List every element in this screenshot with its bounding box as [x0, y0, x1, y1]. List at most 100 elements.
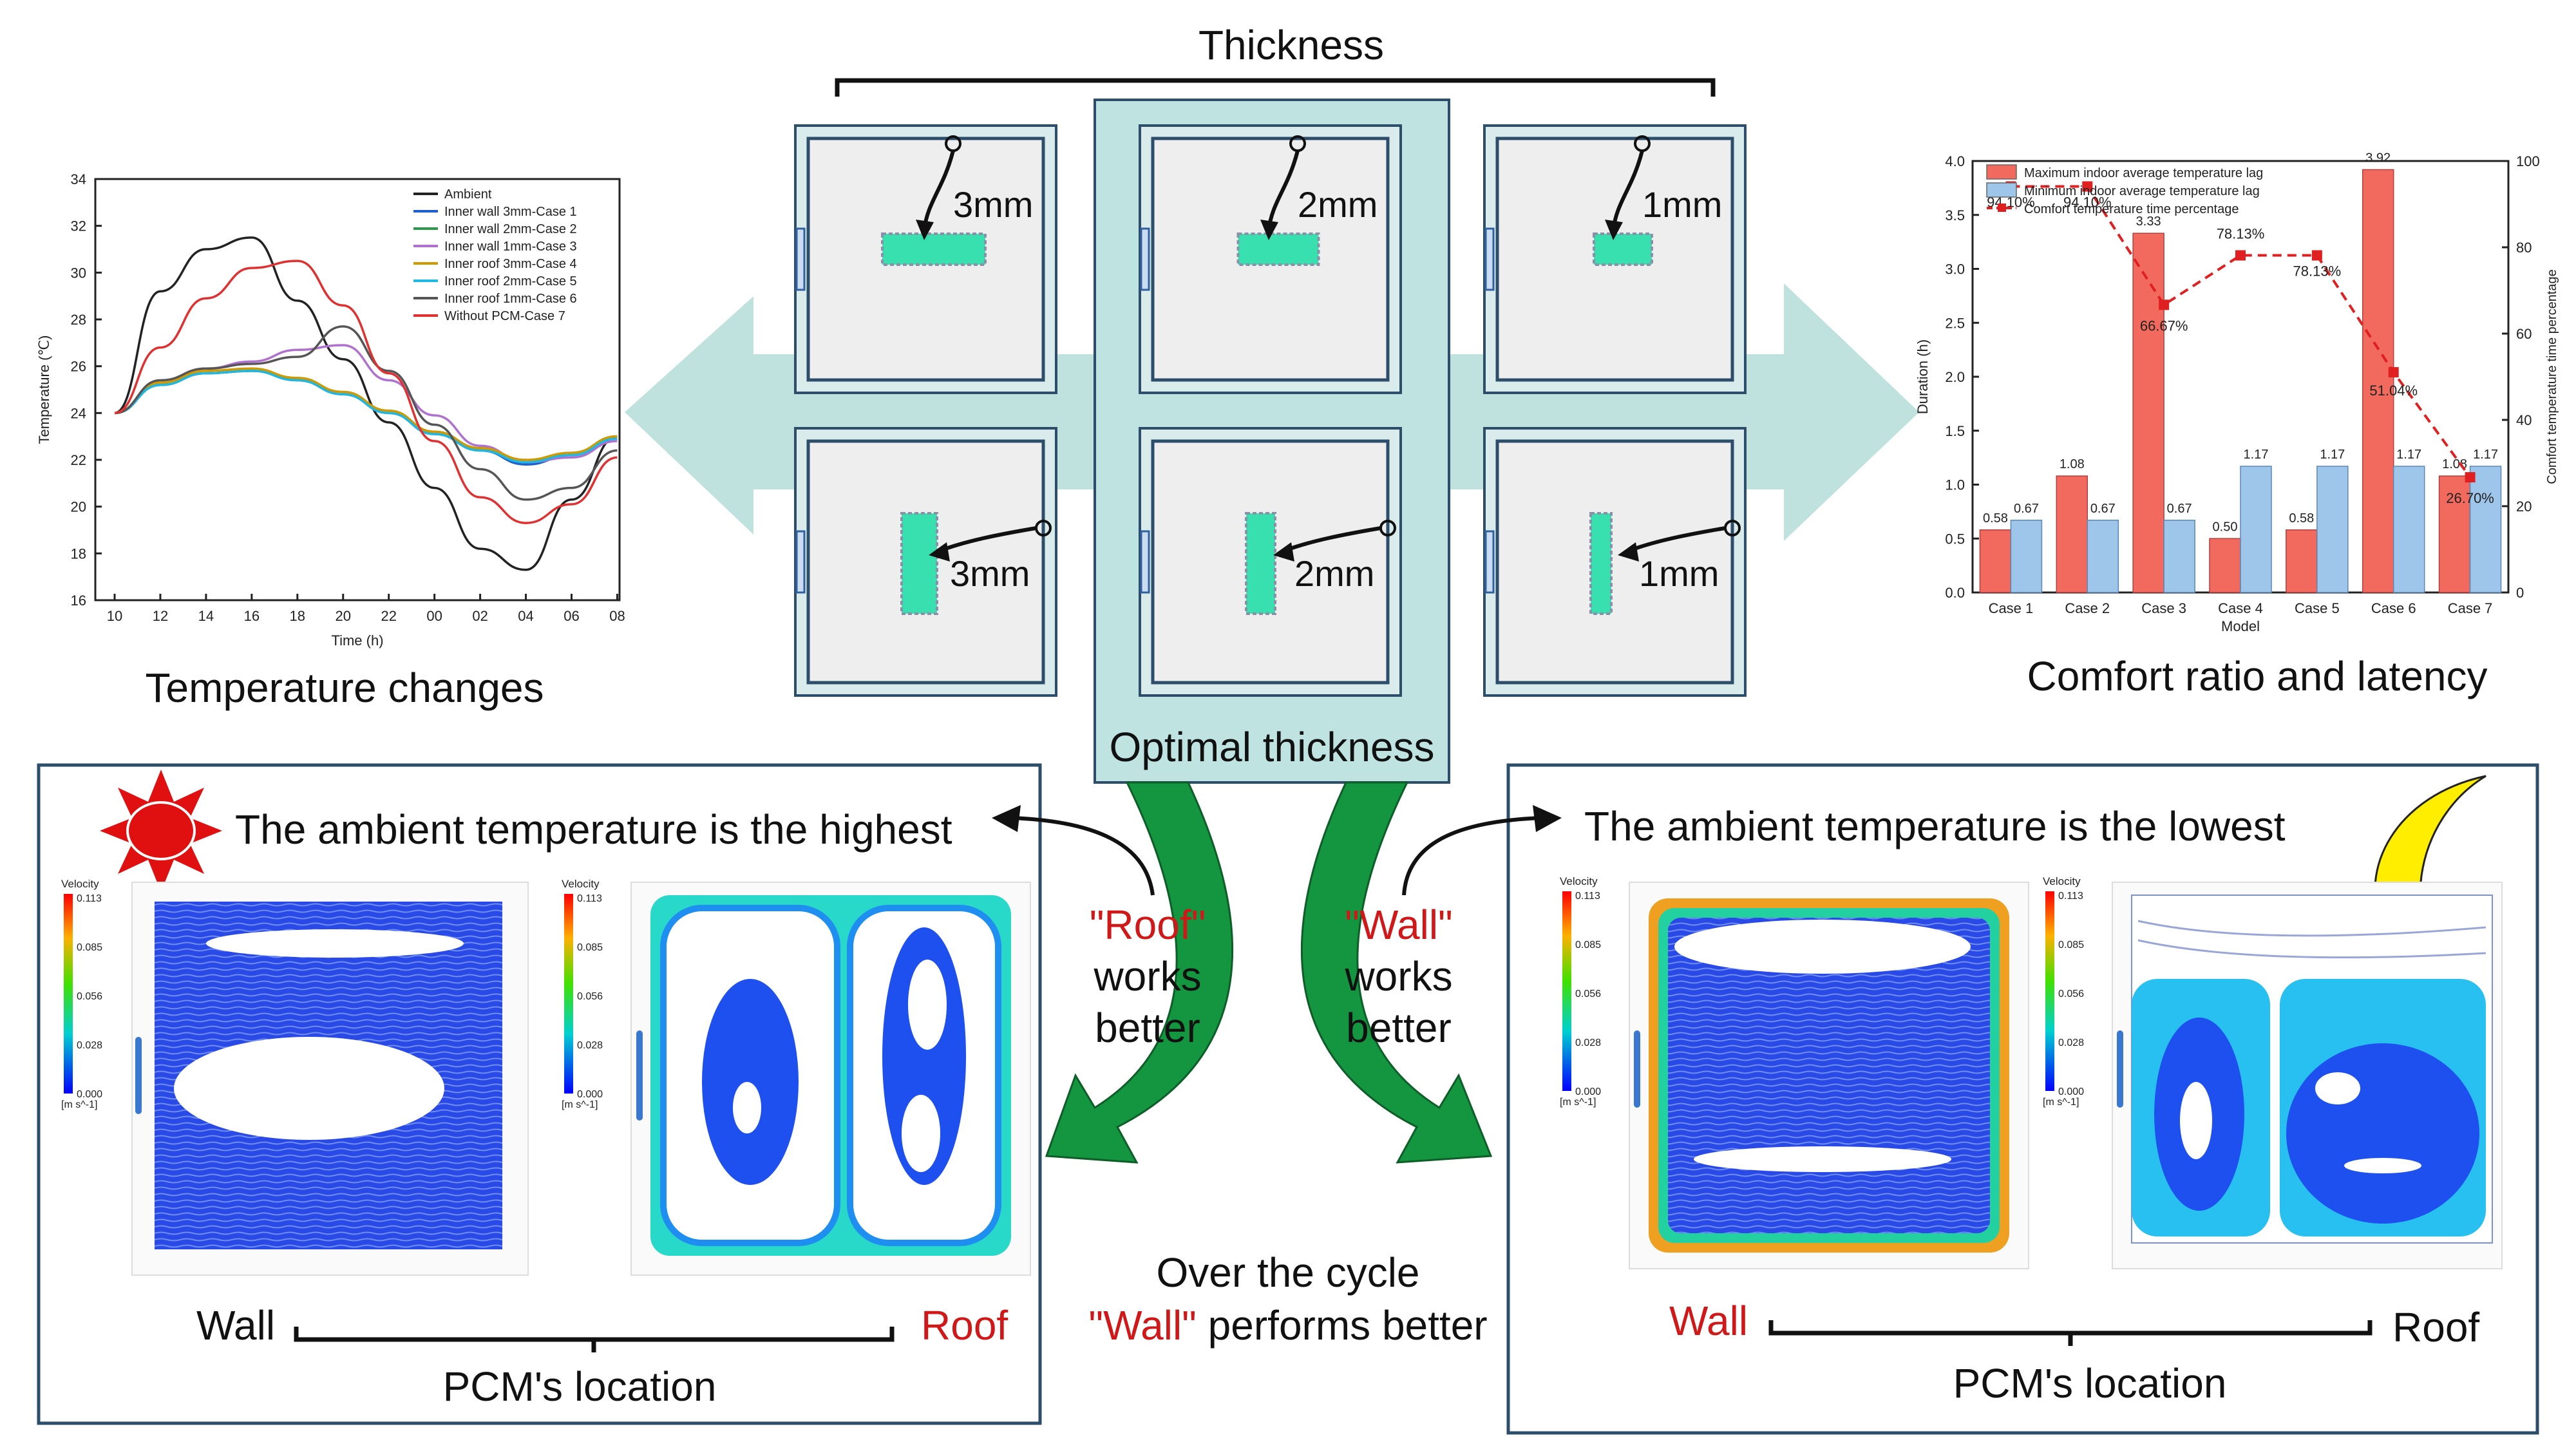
colorbar-tick: 0.085 [1575, 940, 1601, 951]
comfort-point [2465, 472, 2476, 483]
pcm-layer [1589, 512, 1613, 615]
colorbar-tick: 0.056 [1575, 989, 1601, 999]
pcm-layer [1236, 232, 1320, 266]
roof-quote: "Roof" [1090, 902, 1206, 948]
room-model: 3mm [794, 124, 1057, 394]
cycle-rest: performs better [1208, 1302, 1488, 1349]
bar-value-label: 0.50 [2213, 520, 2238, 534]
room-model: 2mm [1139, 427, 1402, 697]
x-tick-label: 14 [198, 608, 214, 624]
colorbar-tick: 0.028 [2058, 1037, 2084, 1048]
thickness-label: 2mm [1298, 184, 1378, 225]
legend-title: Velocity [61, 878, 99, 890]
wall-better: better [1346, 1005, 1452, 1051]
comfort-point [2388, 367, 2399, 378]
x-tick-label: Case 1 [1989, 600, 2034, 616]
thickness-label: 3mm [950, 553, 1030, 594]
window-icon [1140, 530, 1150, 594]
series-line [114, 367, 618, 461]
series-line [114, 260, 618, 524]
x-axis-label: Model [2221, 618, 2260, 634]
y-tick-label: 0.0 [1945, 585, 1965, 601]
window-icon [1140, 227, 1150, 291]
x-tick-label: Case 2 [2065, 600, 2110, 616]
colorbar-unit: [m s^-1] [562, 1099, 598, 1110]
x-tick-label: 00 [426, 608, 442, 624]
series-line [114, 370, 618, 464]
thickness-label: 1mm [1639, 553, 1719, 594]
y-tick-label: 24 [71, 405, 86, 421]
green-arrow-right [1300, 781, 1493, 1164]
comfort-point [2311, 250, 2322, 261]
colorbar-tick: 0.113 [2058, 891, 2083, 902]
bar-max-lag [2056, 475, 2088, 593]
colorbar-unit: [m s^-1] [61, 1099, 97, 1110]
legend-entry: Inner roof 3mm-Case 4 [444, 257, 577, 271]
thickness-label: 1mm [1642, 184, 1722, 225]
x-axis-label: Time (h) [331, 632, 383, 649]
y-tick-label: 26 [71, 359, 86, 375]
green-arrow-left [1045, 781, 1234, 1164]
y2-tick-label: 20 [2516, 498, 2532, 515]
colorbar-tick: 0.085 [577, 942, 603, 953]
bar-max-lag [1979, 529, 2012, 593]
cycle-line1: Over the cycle [1156, 1249, 1419, 1296]
bar-min-lag [2392, 466, 2425, 593]
colorbar-unit: [m s^-1] [1560, 1097, 1596, 1108]
colorbar-tick: 0.056 [577, 991, 603, 1002]
bar-max-lag [2362, 169, 2394, 593]
bl-location-label: PCM's location [443, 1363, 717, 1410]
x-tick-label: Case 6 [2371, 600, 2416, 616]
br-location-brace [1768, 1320, 2372, 1346]
x-tick-label: 06 [564, 608, 579, 624]
cycle-line2: "Wall" performs better [1088, 1302, 1487, 1349]
y-tick-label: 34 [71, 171, 86, 187]
x-tick-label: 22 [381, 608, 396, 624]
bar-value-label: 0.58 [2289, 511, 2314, 526]
legend-entry: Ambient [444, 187, 492, 202]
wall-quote: "Wall" [1345, 902, 1453, 948]
window-icon [1484, 227, 1495, 291]
plot-frame [94, 178, 621, 601]
bar-min-lag [2469, 466, 2502, 593]
streamline-wall-highest [131, 882, 529, 1276]
series-line [114, 236, 618, 571]
colorbar-unit: [m s^-1] [2043, 1097, 2079, 1108]
bar-min-lag [2240, 466, 2272, 593]
y2-tick-label: 60 [2516, 326, 2532, 342]
colorbar [64, 894, 73, 1094]
y-tick-label: 2.5 [1945, 315, 1965, 331]
legend-title: Velocity [2043, 875, 2081, 887]
streamline-roof-lowest [2112, 882, 2503, 1269]
thickness-label: 3mm [953, 184, 1033, 225]
br-roof-label: Roof [2392, 1304, 2479, 1350]
thickness-label: 2mm [1294, 553, 1374, 594]
window-icon [795, 530, 806, 594]
colorbar-tick: 0.056 [2058, 989, 2084, 999]
br-wall-label: Wall [1669, 1298, 1748, 1344]
bar-value-label: 1.08 [2442, 457, 2467, 471]
wall-pointer-head [1533, 805, 1562, 832]
pcm-layer [1593, 232, 1653, 266]
x-tick-label: Case 3 [2141, 600, 2186, 616]
colorbar-tick: 0.000 [577, 1089, 603, 1100]
colorbar-tick: 0.113 [1575, 891, 1600, 902]
y-tick-label: 18 [71, 545, 86, 562]
room-model: 2mm [1139, 124, 1402, 394]
x-tick-label: Case 5 [2295, 600, 2340, 616]
legend-swatch [1986, 164, 2017, 180]
y-tick-label: 0.5 [1945, 531, 1965, 547]
y-tick-label: 22 [71, 452, 86, 468]
y-tick-label: 30 [71, 265, 86, 281]
comfort-point [2159, 299, 2170, 310]
legend-entry: Maximum indoor average temperature lag [2024, 166, 2263, 180]
colorbar-tick: 0.085 [77, 942, 102, 953]
y-tick-label: 1.0 [1945, 477, 1965, 493]
window-icon [1484, 530, 1495, 594]
y-axis-label: Temperature (℃) [36, 336, 52, 444]
colorbar-tick: 0.000 [1575, 1086, 1601, 1097]
comfort-value-label: 66.67% [2140, 317, 2188, 334]
sun-icon [100, 770, 222, 892]
bar-value-label: 1.17 [2244, 448, 2269, 462]
